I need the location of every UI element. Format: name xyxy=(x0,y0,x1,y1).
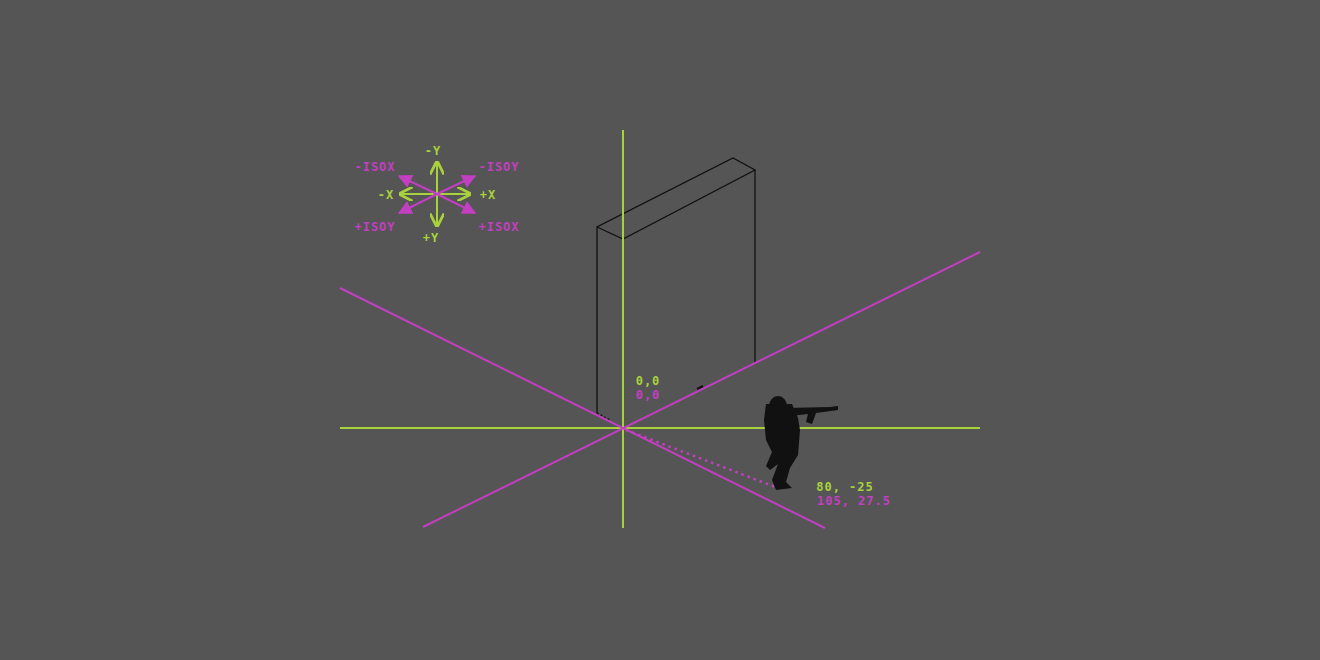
iso-x-axis xyxy=(340,288,825,528)
coordinate-label: 0,0 xyxy=(635,374,662,388)
compass-arrow xyxy=(400,193,437,195)
coordinate-label: 80, -25 xyxy=(815,480,875,494)
axis-direction: +Y xyxy=(422,231,440,245)
position-path xyxy=(626,430,778,488)
soldier-body xyxy=(764,404,800,490)
axis-direction: +ISOX xyxy=(477,220,520,234)
axis-direction: +ISOY xyxy=(353,220,396,234)
axis-direction: +X xyxy=(479,188,497,202)
compass-arrow xyxy=(437,176,475,194)
axis-direction: -Y xyxy=(424,144,442,158)
coordinate-label: 105, 27.5 xyxy=(816,494,892,508)
compass-arrow xyxy=(436,162,438,194)
axis-compass xyxy=(399,162,475,226)
wall-edge xyxy=(754,170,755,362)
y-axis xyxy=(622,130,624,528)
compass-arrow xyxy=(437,194,475,213)
compass-arrow xyxy=(436,194,438,226)
iso-y-axis xyxy=(423,252,980,527)
axis-direction: -X xyxy=(377,188,395,202)
x-axis xyxy=(340,427,980,429)
compass-arrow xyxy=(399,194,437,213)
coordinate-label: 0,0 xyxy=(635,388,662,402)
axis-direction: -ISOY xyxy=(477,160,520,174)
soldier-figure xyxy=(764,396,838,490)
wall-box xyxy=(597,158,755,420)
compass-arrow xyxy=(437,193,470,195)
wall-edge xyxy=(697,386,703,389)
compass-arrow xyxy=(399,176,437,194)
soldier-rifle xyxy=(786,406,838,424)
axis-direction: -ISOX xyxy=(353,160,396,174)
